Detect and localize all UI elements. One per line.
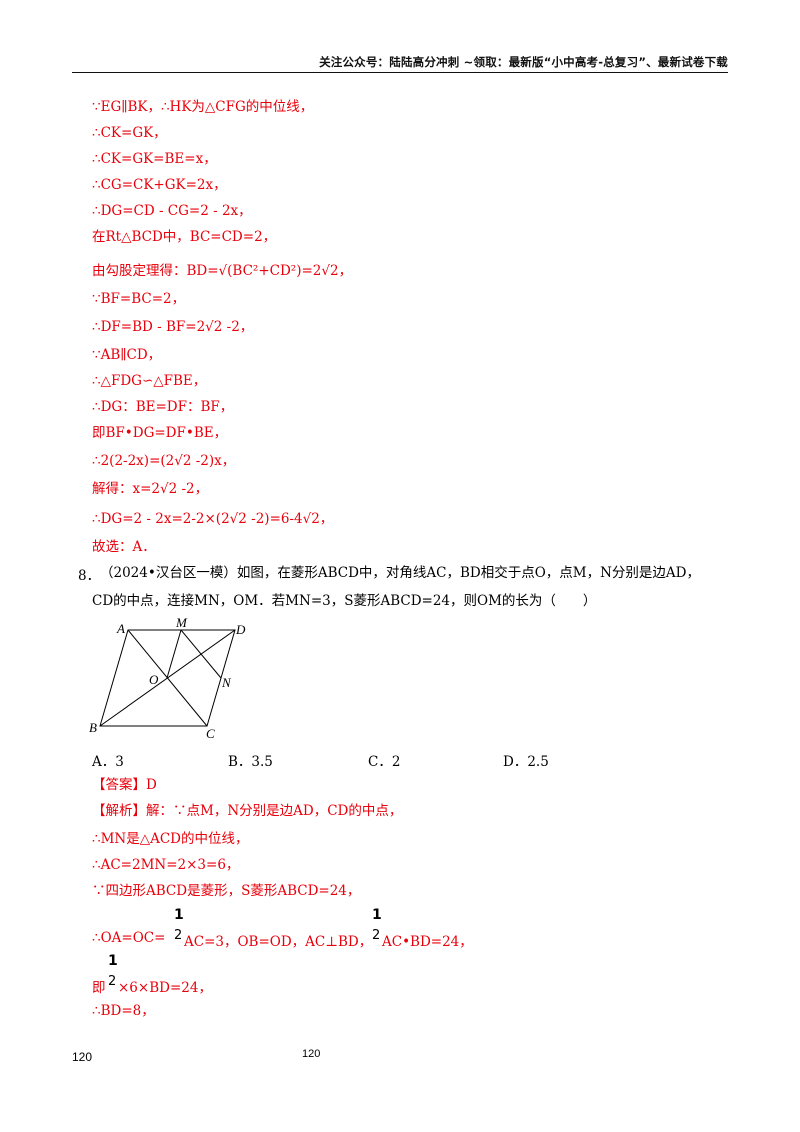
analysis-line: 即 <box>92 980 106 996</box>
solution-line: ∴△FDG∽△FBE， <box>92 373 207 389</box>
analysis-line: ∴MN是△ACD的中位线， <box>92 831 249 847</box>
solution-line: ∴CK=GK=BE=x， <box>92 151 217 167</box>
choice-b: B．3.5 <box>228 754 273 770</box>
label-d: D <box>235 622 246 637</box>
analysis-line: ∴AC=2MN=2×3=6， <box>92 857 240 873</box>
page-number-left: 120 <box>72 1050 93 1064</box>
solution-line: ∴DG=CD - CG=2 - 2x， <box>92 203 252 219</box>
fraction-numerator: 1 <box>108 953 118 969</box>
solution-line: 故选：A． <box>92 539 156 555</box>
page-number-center: 120 <box>302 1048 321 1060</box>
label-c: C <box>206 726 215 741</box>
question-number: 8． <box>78 568 101 584</box>
analysis-line: ∴OA=OC= <box>92 930 166 946</box>
solution-line: ∴2(2-2x)=(2√2 -2)x， <box>92 453 236 469</box>
label-a: A <box>116 621 125 636</box>
fraction-denominator: 2 <box>108 974 117 989</box>
solution-line: 即BF•DG=DF•BE， <box>92 425 228 441</box>
choice-c: C．2 <box>368 754 401 770</box>
solution-line: ∵EG∥BK，∴HK为△CFG的中位线， <box>92 99 314 115</box>
solution-line: ∴DG：BE=DF：BF， <box>92 399 234 415</box>
fraction-numerator: 1 <box>372 907 382 923</box>
segment-om <box>166 629 182 679</box>
label-m: M <box>175 615 188 630</box>
solution-line: ∵AB∥CD， <box>92 347 162 363</box>
analysis-line: ∵四边形ABCD是菱形，S菱形ABCD=24， <box>92 883 361 899</box>
analysis-line: ∴BD=8， <box>92 1003 155 1019</box>
fraction-numerator: 1 <box>174 907 184 923</box>
label-b: B <box>89 720 97 735</box>
analysis-line: AC=3，OB=OD，AC⊥BD， <box>184 934 373 950</box>
question-text: （2024•汉台区一模）如图，在菱形ABCD中，对角线AC，BD相交于点O，点M… <box>100 565 700 581</box>
header-rule <box>72 72 728 73</box>
label-n: N <box>221 675 232 690</box>
solution-line: 解得：x=2√2 -2， <box>92 481 209 497</box>
page-header: 关注公众号：陆陆高分冲刺 ~领取：最新版“小中高考-总复习”、最新试卷下载 <box>319 55 728 69</box>
solution-line: ∴DF=BD - BF=2√2 -2， <box>92 319 254 335</box>
solution-line: ∴DG=2 - 2x=2-2×(2√2 -2)=6-4√2， <box>92 511 334 527</box>
solution-line: ∴CK=GK， <box>92 125 167 141</box>
answer-label: 【答案】D <box>92 777 157 793</box>
rhombus-figure: A M D O N B C <box>89 615 246 741</box>
question-text: CD的中点，连接MN，OM．若MN=3，S菱形ABCD=24，则OM的长为（ ） <box>92 593 597 609</box>
fraction-denominator: 2 <box>372 928 381 943</box>
choice-a: A．3 <box>92 754 124 770</box>
solution-line: ∵BF=BC=2， <box>92 291 186 307</box>
analysis-line: 【解析】解：∵点M，N分别是边AD，CD的中点， <box>92 803 403 819</box>
choice-d: D．2.5 <box>503 754 549 770</box>
label-o: O <box>149 672 159 687</box>
analysis-line: ×6×BD=24， <box>118 980 212 996</box>
solution-line: 由勾股定理得：BD=√(BC²+CD²)=2√2， <box>92 263 353 279</box>
solution-line: 在Rt△BCD中，BC=CD=2， <box>92 229 277 245</box>
analysis-line: AC•BD=24， <box>382 934 473 950</box>
segment-mn <box>180 629 222 679</box>
solution-line: ∴CG=CK+GK=2x， <box>92 177 227 193</box>
fraction-denominator: 2 <box>174 928 183 943</box>
